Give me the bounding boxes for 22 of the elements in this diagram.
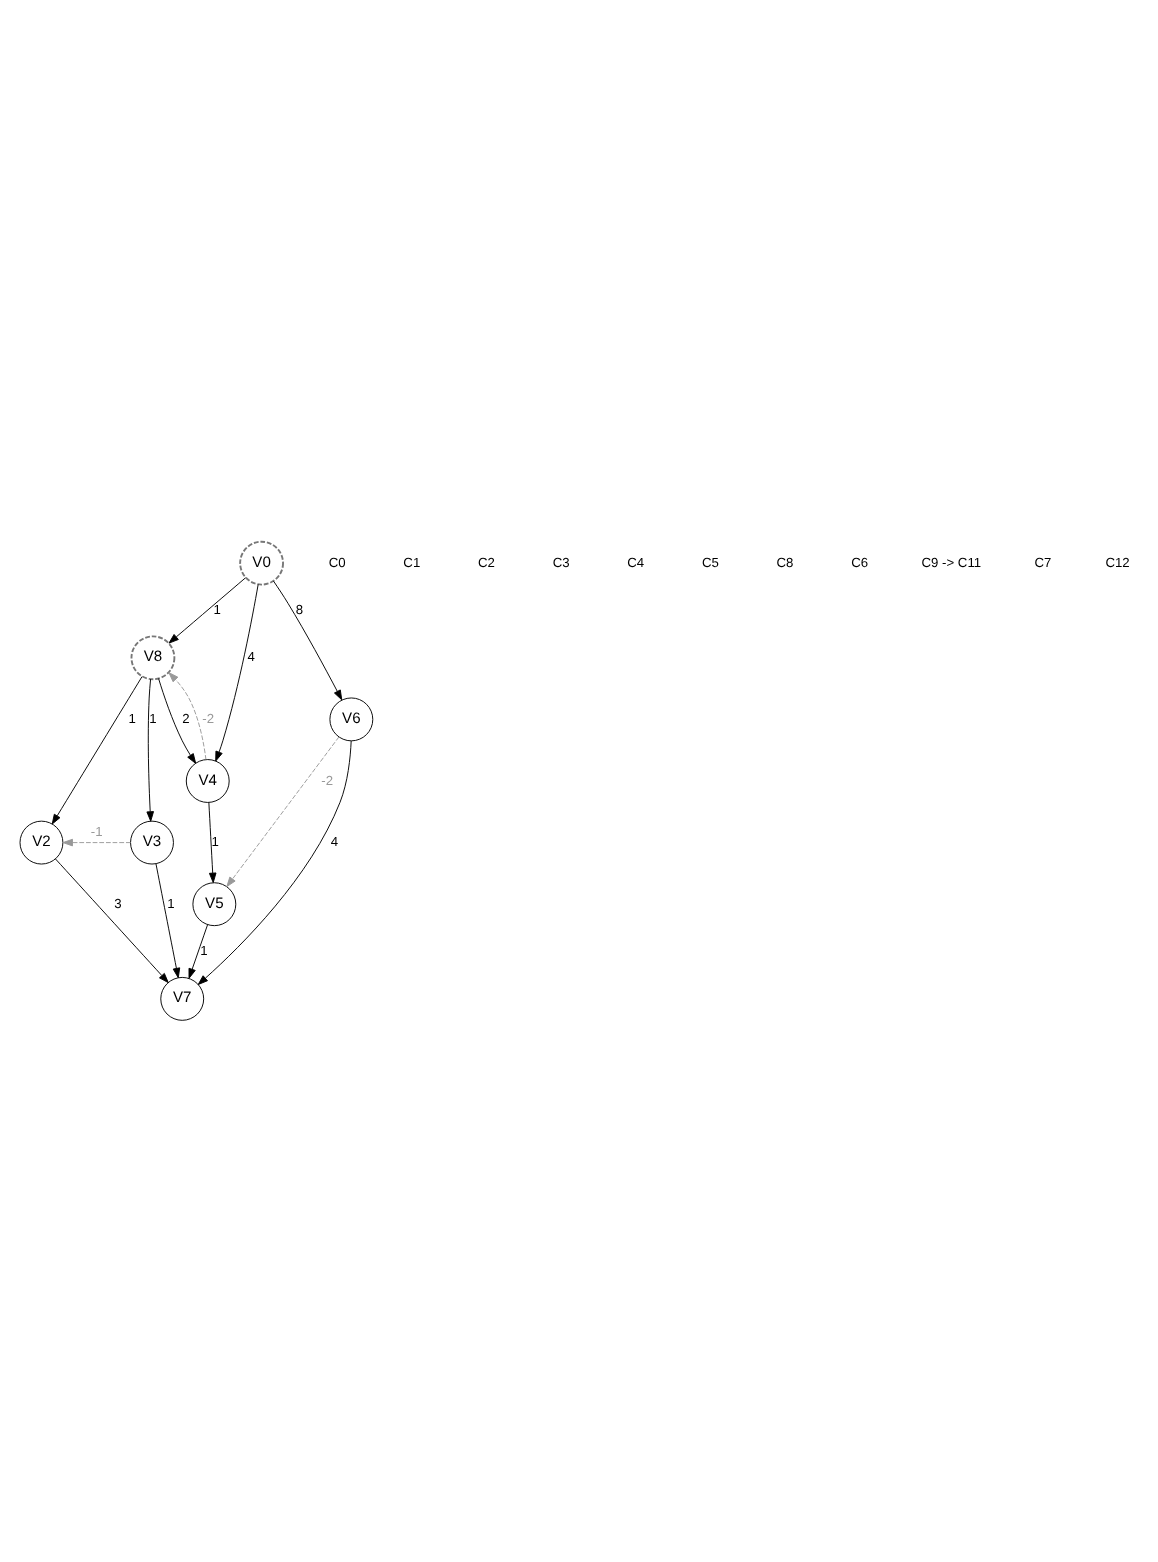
node-circle: V4: [185, 759, 230, 803]
node-circle: V3: [130, 820, 174, 865]
arrow: [215, 584, 259, 762]
arrow: [188, 924, 208, 979]
node-circle: V6: [329, 697, 374, 742]
node-circle: V0: [239, 540, 284, 586]
node-circle: V8: [130, 635, 176, 681]
arrow: [158, 678, 197, 764]
arrow: [208, 802, 217, 884]
arrow: [168, 672, 207, 760]
arrow: [273, 580, 343, 701]
arrow: [55, 858, 169, 984]
arrow: [155, 863, 181, 979]
node-circle: V7: [160, 976, 205, 1021]
node-circle: V2: [19, 820, 64, 865]
node-circle: V5: [192, 882, 237, 927]
arrow: [51, 676, 143, 825]
arrow: [226, 736, 340, 888]
arrow: [197, 740, 352, 985]
arrow: [168, 577, 247, 644]
arrow: [146, 678, 154, 822]
arrow: [62, 838, 131, 847]
